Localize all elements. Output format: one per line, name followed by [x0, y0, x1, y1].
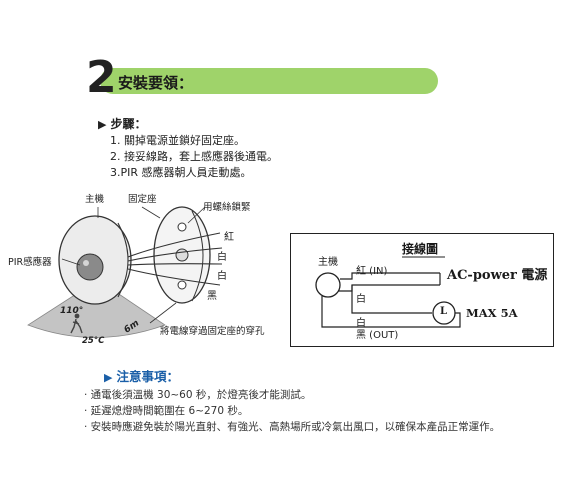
steps-heading: ▶步驟：	[98, 115, 146, 132]
wire-label-white: 白	[217, 271, 227, 282]
wiring-diagram-box	[290, 233, 554, 347]
detection-temperature: 25°C	[82, 336, 105, 346]
label-base: 固定座	[128, 194, 157, 205]
wiring-diagram	[315, 256, 461, 328]
wire-label-white: 白	[217, 252, 227, 263]
wiring-black-out: 黑 (OUT)	[356, 330, 399, 341]
screw-hole	[177, 222, 187, 232]
ac-power-label: AC-power 電源	[447, 268, 548, 283]
wiring-title: 接線圖	[402, 242, 439, 256]
main-unit-symbol	[315, 272, 341, 298]
step-number: 2	[86, 52, 117, 103]
wiring-white-top: 白	[356, 294, 366, 305]
screw-hole	[177, 280, 187, 290]
wire-hole	[175, 248, 189, 262]
label-main-unit: 主機	[85, 194, 105, 205]
detection-zone	[27, 279, 166, 338]
wiring-red-in: 紅 (IN)	[356, 266, 388, 277]
load-label: L	[440, 306, 448, 317]
pir-lens	[76, 253, 104, 281]
note-item: · 延遲熄燈時間範圍在 6~270 秒。	[84, 405, 249, 417]
wire-label-black: 黑	[207, 291, 217, 302]
notes-heading: ▶注意事項：	[104, 366, 179, 385]
step-item: 3.PIR 感應器朝人員走動處。	[110, 166, 252, 179]
section-banner	[100, 68, 438, 94]
triangle-bullet-icon: ▶	[104, 371, 113, 384]
detection-angle: 110°	[60, 306, 84, 316]
note-item: · 安裝時應避免裝於陽光直射、有強光、高熱場所或冷氣出風口，以確保本產品正常運作…	[84, 421, 501, 433]
steps-heading-text: 步驟：	[110, 117, 147, 131]
label-wire-hole: 將電線穿過固定座的穿孔	[160, 326, 265, 337]
max-load-label: MAX 5A	[466, 306, 518, 320]
note-item: · 通電後須溫機 30~60 秒，於燈亮後才能測試。	[84, 389, 312, 401]
wiring-white-bottom: 白	[356, 318, 366, 329]
step-item: 2. 接妥線路，套上感應器後通電。	[110, 150, 278, 163]
step-item: 1. 關掉電源並鎖好固定座。	[110, 134, 245, 147]
label-pir: PIR感應器	[8, 257, 52, 268]
wire-label-red: 紅	[224, 232, 234, 243]
sensor-illustration	[27, 206, 223, 338]
wiring-main-unit-label: 主機	[318, 257, 338, 268]
label-screw: 用螺絲鎖緊	[203, 202, 251, 213]
triangle-bullet-icon: ▶	[98, 118, 107, 131]
section-title: 安裝要領：	[118, 74, 194, 92]
notes-heading-text: 注意事項：	[116, 369, 179, 384]
person-icon	[70, 313, 83, 334]
